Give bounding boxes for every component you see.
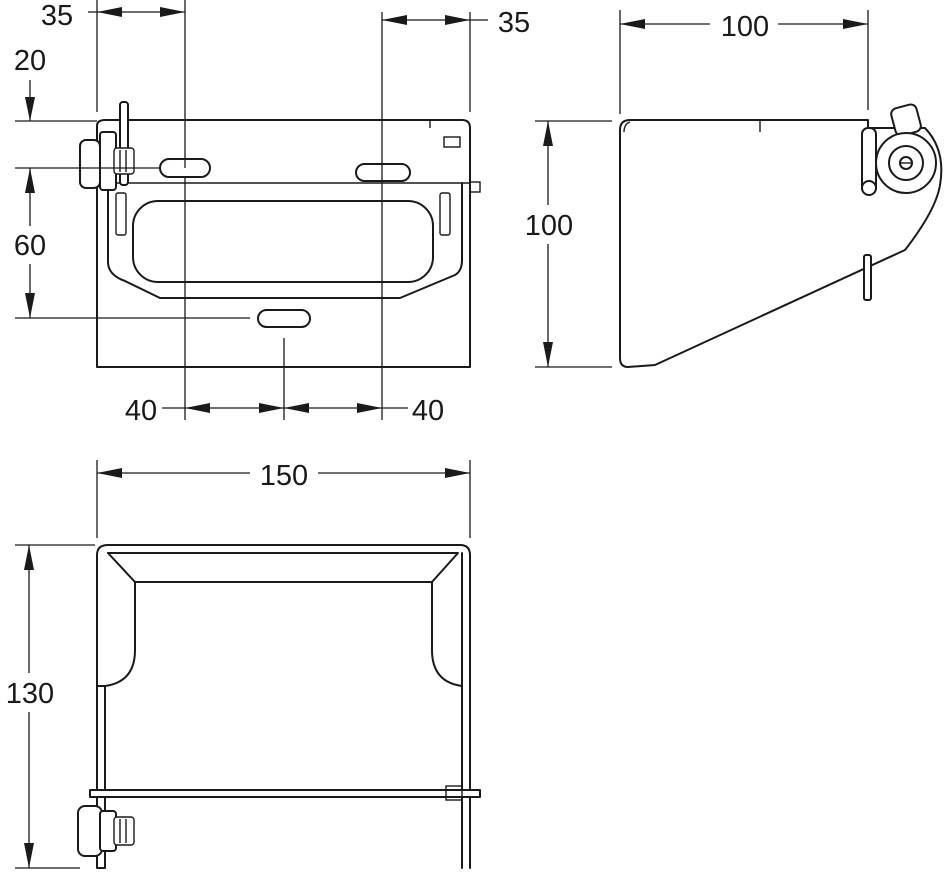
front-view-right-tab [439,192,451,236]
dim-label-60: 60 [14,230,46,262]
lock-assembly-front [79,101,135,191]
dim-label-130: 130 [6,678,54,710]
side-view-profile [619,119,943,368]
top-view-bar [89,789,481,798]
dim-label-20: 20 [14,45,46,77]
front-view-dimensions: 35 35 20 60 40 40 [14,0,530,427]
dim-label-40-right: 40 [412,395,444,427]
front-view-left-tab [115,192,127,236]
lock-assembly-top [77,796,135,869]
dim-label-35-left: 35 [41,0,73,32]
front-view-window [132,200,434,283]
top-view-inner-tray [107,552,463,687]
top-view-dimensions: 150 130 [6,460,471,869]
front-view-slot-right [355,163,411,182]
front-view-pin [469,181,481,193]
lock-assembly-side [875,103,937,194]
top-view-clip [445,785,463,801]
side-view-pin [863,254,872,301]
dim-label-40-left: 40 [125,395,157,427]
front-view-slot-bottom [257,309,311,328]
dim-label-35-right: 35 [498,7,530,39]
top-view-outer [96,544,471,869]
lock-cylinder-nut [113,147,135,175]
front-view-plate [96,119,471,368]
dim-label-100-height: 100 [525,210,573,242]
top-view [77,544,481,869]
dim-label-100-depth: 100 [721,11,769,43]
side-view [619,103,943,368]
lock-cylinder-cap [79,139,101,189]
front-view-notch [443,136,461,148]
side-view-dimensions: 100 100 [525,10,869,368]
front-view-inner-frame [107,182,463,299]
dim-label-150: 150 [260,460,308,492]
front-view [79,101,481,368]
